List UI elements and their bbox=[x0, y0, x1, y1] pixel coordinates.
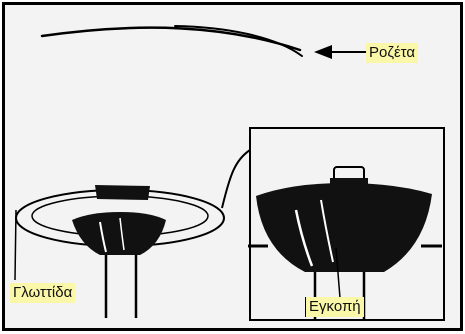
rosette-arrow bbox=[314, 45, 367, 59]
connecting-wire bbox=[221, 149, 251, 209]
rosette-curves bbox=[40, 25, 303, 57]
tongue-pointer bbox=[14, 209, 17, 281]
socket-cap-left bbox=[95, 185, 150, 200]
socket-legs-left bbox=[104, 255, 138, 318]
tongue-label: Γλωττίδα bbox=[10, 283, 76, 303]
notch-label: Εγκοπή bbox=[305, 297, 364, 317]
rosette-label: Ροζέτα bbox=[366, 43, 419, 63]
socket-right bbox=[248, 166, 442, 272]
notch-pointer bbox=[335, 247, 341, 299]
socket-left bbox=[72, 212, 166, 255]
